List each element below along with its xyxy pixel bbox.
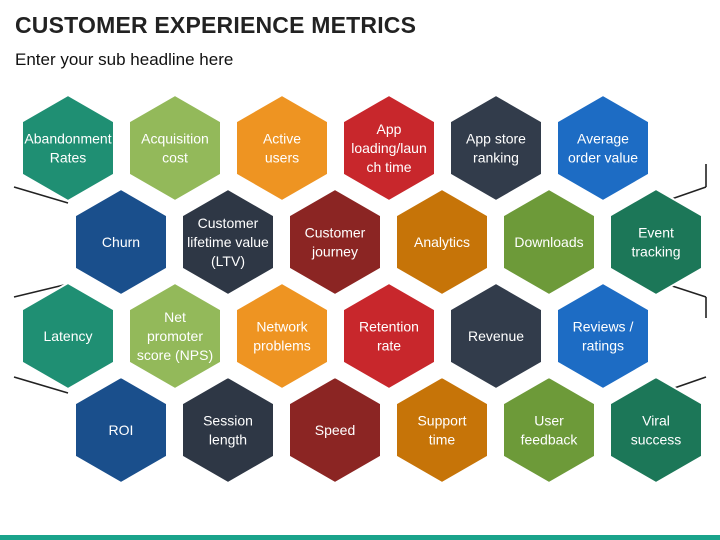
hexagon-label: length xyxy=(209,432,247,448)
hexagon-label: Downloads xyxy=(514,234,583,250)
hexagon-shape xyxy=(181,376,275,484)
hexagon-shape xyxy=(449,282,543,390)
outline-segment xyxy=(13,376,69,394)
metric-hexagon: Net promoter score (NPS) xyxy=(128,282,222,390)
hexagon-shape xyxy=(128,282,222,390)
hexagon-label: journey xyxy=(311,244,358,260)
metric-hexagon: Reviews / ratings xyxy=(556,282,650,390)
hexagon-label: promoter xyxy=(147,328,203,344)
hexagon-label: cost xyxy=(162,150,188,166)
hexagon-label: problems xyxy=(253,338,311,354)
metric-hexagon: Average order value xyxy=(556,94,650,202)
hexagon-label: Active xyxy=(263,131,301,147)
metric-hexagon: Session length xyxy=(181,376,275,484)
outline-segment xyxy=(13,186,69,204)
hexagon-label: Reviews / xyxy=(573,319,634,335)
metric-hexagon: Churn xyxy=(74,188,168,296)
metric-hexagon: Speed xyxy=(288,376,382,484)
metric-hexagon: Support time xyxy=(395,376,489,484)
hexagon-shape xyxy=(502,188,596,296)
hexagon-label: ratings xyxy=(582,338,624,354)
metric-hexagon: App store ranking xyxy=(449,94,543,202)
hexagon-label: users xyxy=(265,150,299,166)
metric-hexagon: Acquisition cost xyxy=(128,94,222,202)
metric-hexagon: Retention rate xyxy=(342,282,436,390)
metric-hexagon: Revenue xyxy=(449,282,543,390)
hexagon-label: Event xyxy=(638,225,674,241)
hexagon-label: time xyxy=(429,432,456,448)
metric-hexagon: Downloads xyxy=(502,188,596,296)
metric-hexagon: Latency xyxy=(21,282,115,390)
hexagon-label: Churn xyxy=(102,234,140,250)
metric-hexagon: ROI xyxy=(74,376,168,484)
hexagon-label: feedback xyxy=(521,432,579,448)
hexagon-label: success xyxy=(631,432,682,448)
hexagon-shape xyxy=(556,94,650,202)
hexagon-label: Analytics xyxy=(414,234,470,250)
hexagon-label: Speed xyxy=(315,422,355,438)
hexagon-label: rate xyxy=(377,338,401,354)
hexagon-label: Viral xyxy=(642,413,670,429)
metric-hexagon: Customer lifetime value (LTV) xyxy=(181,188,275,296)
bottom-accent-bar xyxy=(0,535,720,540)
hexagon-label: ROI xyxy=(109,422,134,438)
hexagon-label: score (NPS) xyxy=(137,347,213,363)
hexagon-shape xyxy=(21,94,115,202)
hexagon-label: loading/laun xyxy=(351,140,427,156)
sub-headline: Enter your sub headline here xyxy=(15,50,234,69)
hexagon-label: Latency xyxy=(43,328,92,344)
hexagon-label: ch time xyxy=(366,159,411,175)
hexagon-label: Rates xyxy=(50,150,87,166)
hexagon-shape xyxy=(342,94,436,202)
hexagon-shape xyxy=(74,188,168,296)
hexagon-label: User xyxy=(534,413,564,429)
hexagon-label: order value xyxy=(568,150,638,166)
hexagon-shape xyxy=(395,376,489,484)
hexagon-label: Revenue xyxy=(468,328,524,344)
hexagon-shape xyxy=(128,94,222,202)
hexagon-label: Retention xyxy=(359,319,419,335)
hexagon-shape xyxy=(181,188,275,296)
page-title: CUSTOMER EXPERIENCE METRICS xyxy=(15,12,417,38)
hexagon-label: ranking xyxy=(473,150,519,166)
metric-hexagon: Event tracking xyxy=(609,188,703,296)
metric-hexagon: Active users xyxy=(235,94,329,202)
hexagon-shape xyxy=(556,282,650,390)
hexagon-label: Network xyxy=(256,319,308,335)
hexagon-label: Net xyxy=(164,309,186,325)
hexagon-label: tracking xyxy=(631,244,680,260)
hexagon-shape xyxy=(235,94,329,202)
hexagon-label: Customer xyxy=(305,225,366,241)
hexagon-shape xyxy=(449,94,543,202)
hexagon-label: Customer xyxy=(198,215,259,231)
hexagon-label: Support xyxy=(417,413,466,429)
metric-hexagon: Analytics xyxy=(395,188,489,296)
hexagon-label: Average xyxy=(577,131,629,147)
metric-hexagon: Viral success xyxy=(609,376,703,484)
hexagon-label: Session xyxy=(203,413,253,429)
hexagon-shape xyxy=(288,376,382,484)
metric-hexagon: Network problems xyxy=(235,282,329,390)
hexagon-shape xyxy=(502,376,596,484)
metric-hexagon: App loading/laun ch time xyxy=(342,94,436,202)
hexagon-shape xyxy=(609,188,703,296)
outline-segment xyxy=(13,283,69,298)
hexagon-label: lifetime value xyxy=(187,234,269,250)
hexagon-label: (LTV) xyxy=(211,253,245,269)
hexagon-label: App xyxy=(377,121,402,137)
hexagon-shape xyxy=(21,282,115,390)
hexagon-label: Acquisition xyxy=(141,131,209,147)
metric-hexagon: User feedback xyxy=(502,376,596,484)
metric-hexagon: Customer journey xyxy=(288,188,382,296)
hexagon-shape xyxy=(342,282,436,390)
hexagon-shape xyxy=(288,188,382,296)
hexagon-label: Abandonment xyxy=(24,131,111,147)
hexagon-label: App store xyxy=(466,131,526,147)
hexagon-shape xyxy=(74,376,168,484)
hexagon-shape xyxy=(395,188,489,296)
hexagon-shape xyxy=(235,282,329,390)
hexagon-shape xyxy=(609,376,703,484)
